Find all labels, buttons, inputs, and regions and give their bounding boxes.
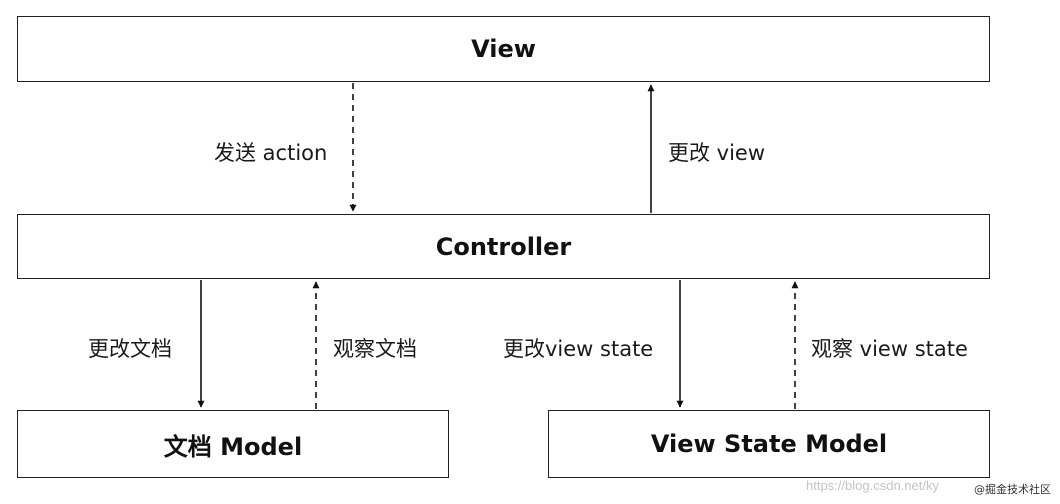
- controller-box-label: Controller: [435, 232, 572, 261]
- watermark-url: https://blog.csdn.net/ky: [806, 478, 939, 493]
- edge-label-send-action: 发送 action: [214, 141, 328, 165]
- controller-box: Controller: [17, 214, 990, 279]
- view-state-model-box: View State Model: [548, 410, 990, 478]
- doc-model-box: 文档 Model: [17, 410, 449, 478]
- edge-label-observe-view-state: 观察 view state: [811, 337, 968, 361]
- view-box-label: View: [471, 35, 536, 63]
- doc-model-box-label: 文档 Model: [163, 432, 303, 461]
- edge-label-change-doc: 更改文档: [88, 337, 172, 361]
- view-box: View: [17, 16, 990, 82]
- edge-label-observe-doc: 观察文档: [333, 337, 417, 361]
- watermark-brand: @掘金技术社区: [974, 483, 1051, 496]
- view-state-model-box-label: View State Model: [650, 430, 888, 458]
- edge-label-change-view: 更改 view: [668, 141, 766, 165]
- edge-label-change-view-state: 更改view state: [503, 337, 654, 361]
